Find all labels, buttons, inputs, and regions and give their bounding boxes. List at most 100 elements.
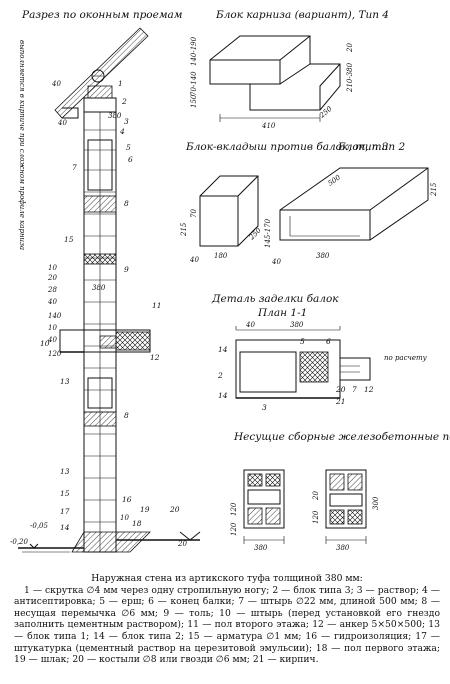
svg-text:12: 12 [364, 385, 374, 394]
section-dims: 40 380 40 10 20 28 40 380 140 10 40 120 … [10, 80, 187, 548]
svg-text:5: 5 [300, 337, 305, 346]
svg-text:10: 10 [40, 339, 50, 348]
svg-text:3: 3 [262, 403, 267, 412]
svg-text:1: 1 [118, 79, 123, 88]
cornice-block-view: Блок карниза (вариант), Тип 4 140-190 70… [190, 9, 389, 130]
svg-text:70: 70 [190, 209, 198, 218]
lintel-upper [83, 195, 117, 213]
svg-text:40: 40 [47, 336, 57, 344]
svg-text:7: 7 [352, 385, 357, 394]
svg-text:20: 20 [177, 540, 187, 548]
svg-text:4: 4 [119, 127, 125, 136]
svg-text:3: 3 [124, 117, 129, 126]
svg-text:380: 380 [254, 544, 268, 552]
svg-text:40: 40 [189, 256, 199, 264]
svg-text:8: 8 [124, 411, 129, 420]
insert-block-title: Блок-вкладыш против балок, тип 3 [185, 141, 389, 153]
wall-column [83, 111, 117, 553]
svg-text:380: 380 [290, 321, 304, 329]
svg-text:140-190: 140-190 [190, 36, 198, 66]
svg-text:380: 380 [92, 284, 106, 292]
lintel-lower [83, 411, 117, 427]
cornice-bolt-circle [91, 69, 105, 83]
svg-text:15: 15 [64, 235, 74, 244]
svg-text:8: 8 [124, 199, 129, 208]
insert-block-view: Блок-вкладыш против балок, тип 3 70 215 … [180, 141, 389, 264]
lintels-view: Несущие сборные железобетонные перемычки… [230, 431, 450, 552]
roof-slab [54, 27, 149, 119]
section-title: Разрез по оконным проемам [21, 9, 183, 21]
svg-text:10: 10 [120, 514, 129, 522]
svg-text:20: 20 [335, 385, 346, 394]
svg-text:21: 21 [335, 397, 346, 406]
svg-text:40: 40 [51, 80, 61, 88]
svg-text:-0,20: -0,20 [10, 538, 28, 546]
svg-text:140: 140 [48, 312, 62, 320]
detail-note: по расчету [384, 354, 428, 362]
svg-text:10: 10 [48, 264, 57, 272]
svg-text:150: 150 [190, 94, 198, 108]
svg-text:14: 14 [218, 391, 228, 400]
svg-text:410: 410 [261, 122, 276, 130]
svg-text:380: 380 [108, 112, 122, 120]
caption-legend: 1 — скрутка ∅4 мм через одну стропильную… [14, 584, 440, 666]
svg-text:7: 7 [72, 163, 77, 172]
svg-text:215: 215 [430, 182, 438, 197]
svg-text:12: 12 [150, 353, 160, 362]
svg-text:16: 16 [122, 495, 132, 504]
svg-text:14: 14 [218, 345, 228, 354]
svg-text:20: 20 [47, 274, 57, 282]
svg-text:300: 300 [372, 496, 380, 510]
svg-text:14: 14 [60, 523, 70, 532]
svg-text:250: 250 [247, 226, 263, 242]
svg-text:6: 6 [128, 155, 133, 164]
svg-text:15: 15 [60, 489, 70, 498]
svg-text:9: 9 [124, 265, 129, 274]
svg-text:40: 40 [271, 258, 281, 266]
svg-text:380: 380 [316, 252, 330, 260]
svg-text:210-380: 210-380 [346, 62, 354, 93]
svg-text:215: 215 [180, 222, 188, 237]
block-type2-view: Блок, тип 2 500 145-170 40 380 215 [264, 141, 438, 266]
svg-text:2: 2 [121, 97, 127, 106]
detail-title: Деталь заделки балок [211, 293, 339, 305]
svg-text:120: 120 [312, 510, 320, 524]
section-side-note: выполняется в кирпиче при сложном профил… [18, 40, 26, 250]
floor-beam [115, 331, 151, 351]
beam-detail-plan: Деталь заделки балок План 1-1 40 380 14 … [211, 293, 428, 412]
svg-text:145-170: 145-170 [264, 218, 272, 248]
lintels-title-line: Несущие сборные железобетонные перемычки [233, 431, 450, 443]
svg-text:17: 17 [60, 507, 70, 516]
svg-text:40: 40 [57, 119, 67, 127]
figure-caption: Наружная стена из артикского туфа толщин… [14, 573, 440, 666]
svg-text:28: 28 [47, 286, 57, 294]
svg-text:13: 13 [60, 467, 70, 476]
svg-text:70-140: 70-140 [190, 71, 198, 96]
svg-text:20: 20 [346, 43, 354, 53]
svg-text:180: 180 [214, 252, 228, 260]
svg-text:18: 18 [132, 519, 142, 528]
svg-text:120: 120 [48, 350, 62, 358]
svg-text:19: 19 [140, 505, 150, 514]
svg-text:-0,05: -0,05 [30, 522, 48, 530]
caption-title: Наружная стена из артикского туфа толщин… [91, 573, 363, 584]
svg-text:20: 20 [312, 491, 320, 501]
detail-subtitle: План 1-1 [257, 307, 307, 319]
svg-text:2: 2 [217, 371, 223, 380]
technical-drawing: Разрез по оконным проемам выполняется в … [10, 9, 450, 553]
svg-text:120: 120 [230, 522, 238, 536]
svg-text:120: 120 [230, 502, 238, 516]
svg-text:380: 380 [336, 544, 350, 552]
foundation-slag [71, 531, 151, 553]
svg-text:40: 40 [245, 321, 255, 329]
svg-text:6: 6 [326, 337, 331, 346]
svg-text:40: 40 [47, 298, 57, 306]
svg-text:10: 10 [48, 324, 57, 332]
svg-text:5: 5 [126, 143, 131, 152]
svg-text:13: 13 [60, 377, 70, 386]
cornice-title: Блок карниза (вариант), Тип 4 [215, 9, 389, 21]
svg-text:11: 11 [152, 301, 162, 310]
section-callouts: 1 2 3 4 5 6 7 8 15 9 11 12 10 13 8 13 15… [40, 79, 180, 532]
wall-section: Разрез по оконным проемам выполняется в … [10, 9, 201, 553]
